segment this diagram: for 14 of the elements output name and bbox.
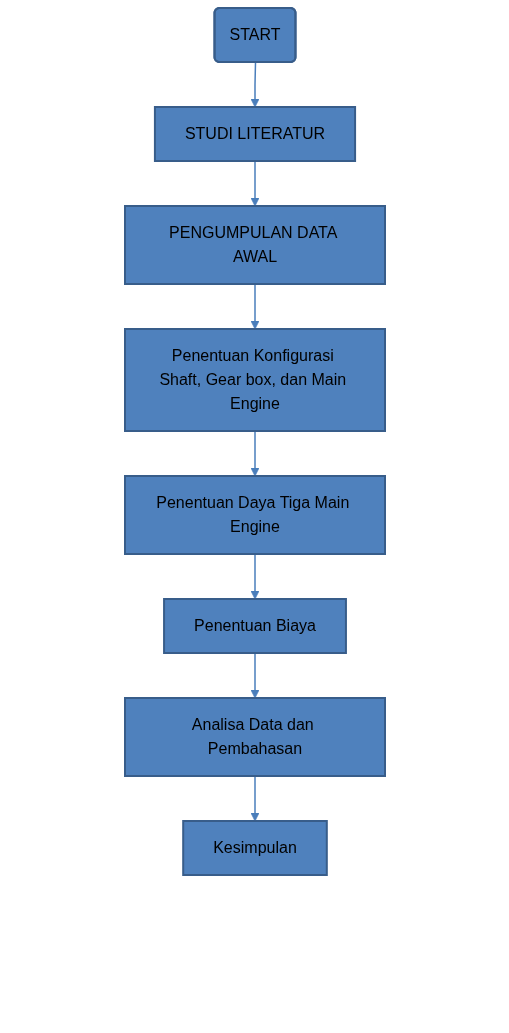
arrow bbox=[250, 652, 259, 699]
node-box: Penentuan Biaya bbox=[162, 598, 347, 654]
node-box: PENGUMPULAN DATA AWAL bbox=[123, 205, 386, 285]
arrow bbox=[250, 283, 259, 330]
arrow bbox=[250, 430, 259, 477]
node-box: Kesimpulan bbox=[181, 820, 328, 876]
node-box: Penentuan Konfigurasi Shaft, Gear box, dan Main Engine bbox=[123, 328, 386, 432]
arrow bbox=[250, 553, 259, 600]
arrow bbox=[250, 61, 259, 108]
node-box: STUDI LITERATUR bbox=[153, 106, 356, 162]
arrow bbox=[250, 160, 259, 207]
node-box: Analisa Data dan Pembahasan bbox=[123, 697, 386, 777]
arrow bbox=[250, 775, 259, 822]
node-box: Penentuan Daya Tiga Main Engine bbox=[123, 475, 386, 555]
